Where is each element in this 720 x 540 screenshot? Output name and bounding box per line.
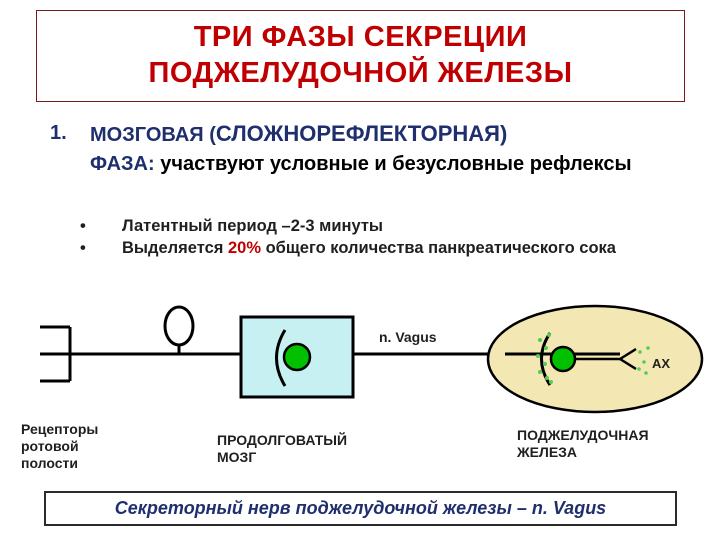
- title-line-2: ПОДЖЕЛУДОЧНОЙ ЖЕЛЕЗЫ: [148, 57, 573, 89]
- bullet-text: Латентный период –2-3 минуты: [122, 217, 384, 235]
- bullet-highlight-percent: 20%: [227, 239, 262, 257]
- phase-name-suffix: ФАЗА:: [90, 153, 155, 175]
- label-acetylcholine: АХ: [652, 356, 671, 371]
- label-n-vagus: n. Vagus: [379, 329, 437, 345]
- receptor-oval: [163, 305, 195, 354]
- label-pancreas-line: ЖЕЛЕЗА: [517, 444, 578, 460]
- label-medulla-line: МОЗГ: [217, 449, 257, 465]
- footer-caption: Секреторный нерв поджелудочной железы – …: [44, 491, 677, 526]
- bullet-latent-period: • Латентный период –2-3 минуты: [80, 215, 640, 237]
- bullet-text-before: Выделяется: [122, 239, 228, 257]
- label-receptors: Рецепторы ротовой полости: [21, 421, 98, 472]
- phase-description: участвуют условные и безусловные рефлекс…: [154, 153, 632, 175]
- label-receptors-line: ротовой: [21, 438, 79, 454]
- gland-neuron: [549, 345, 577, 373]
- phase-number: 1.: [50, 122, 67, 144]
- label-receptors-line: Рецепторы: [21, 421, 99, 437]
- medulla-synapse-arc: [275, 329, 287, 387]
- title-line-1: ТРИ ФАЗЫ СЕКРЕЦИИ: [193, 21, 528, 53]
- bullet-marker: •: [80, 239, 86, 257]
- acetylcholine-terminal: [575, 347, 637, 371]
- label-pancreas: ПОДЖЕЛУДОЧНАЯ ЖЕЛЕЗА: [517, 427, 649, 461]
- medulla-neuron: [282, 342, 312, 372]
- label-receptors-line: полости: [21, 455, 78, 471]
- bullet-marker: •: [80, 217, 86, 235]
- bullet-text-after: общего количества панкреатического сока: [261, 239, 616, 257]
- bullet-list: • Латентный период –2-3 минуты • Выделяе…: [80, 215, 640, 259]
- gland-dots: [536, 333, 553, 384]
- phase-name-prefix: МОЗГОВАЯ (: [90, 124, 216, 146]
- phase-name-main: СЛОЖНОРЕФЛЕКТОРНАЯ): [215, 121, 508, 146]
- gland-synapse-arc: [540, 332, 552, 386]
- reflex-arc-diagram: [40, 304, 704, 414]
- footer-text: Секреторный нерв поджелудочной железы – …: [114, 498, 607, 518]
- medulla-box: [239, 315, 355, 399]
- label-pancreas-line: ПОДЖЕЛУДОЧНАЯ: [517, 427, 649, 443]
- phase-body: МОЗГОВАЯ (СЛОЖНОРЕФЛЕКТОРНАЯ) ФАЗА: учас…: [90, 119, 700, 179]
- title-box: ТРИ ФАЗЫ СЕКРЕЦИИ ПОДЖЕЛУДОЧНОЙ ЖЕЛЕЗЫ: [36, 10, 685, 102]
- label-medulla-line: ПРОДОЛГОВАТЫЙ: [217, 432, 348, 448]
- label-medulla: ПРОДОЛГОВАТЫЙ МОЗГ: [217, 432, 347, 466]
- ax-dots: [637, 346, 650, 375]
- bullet-secretion-amount: • Выделяется 20% общего количества панкр…: [80, 237, 640, 259]
